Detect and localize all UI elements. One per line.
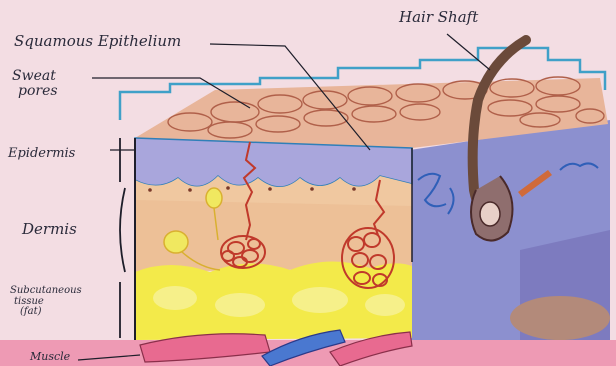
label-subq-line3: (fat) xyxy=(10,307,82,318)
label-hair-shaft: Hair Shaft xyxy=(399,10,478,26)
label-squamous-epithelium: Squamous Epithelium xyxy=(14,34,181,50)
label-epidermis: Epidermis xyxy=(8,147,75,161)
hair-bulb xyxy=(480,202,500,226)
label-subcutaneous-tissue: Subcutaneous tissue (fat) xyxy=(10,286,82,318)
label-sweat-pores: Sweat pores xyxy=(12,69,58,98)
deep-tissue xyxy=(510,296,610,340)
label-dermis: Dermis xyxy=(22,222,77,238)
label-subq-line1: Subcutaneous xyxy=(10,286,82,297)
label-sweat-line2: pores xyxy=(12,84,58,99)
label-sweat-line1: Sweat xyxy=(12,69,58,84)
label-muscle: Muscle xyxy=(30,351,70,363)
